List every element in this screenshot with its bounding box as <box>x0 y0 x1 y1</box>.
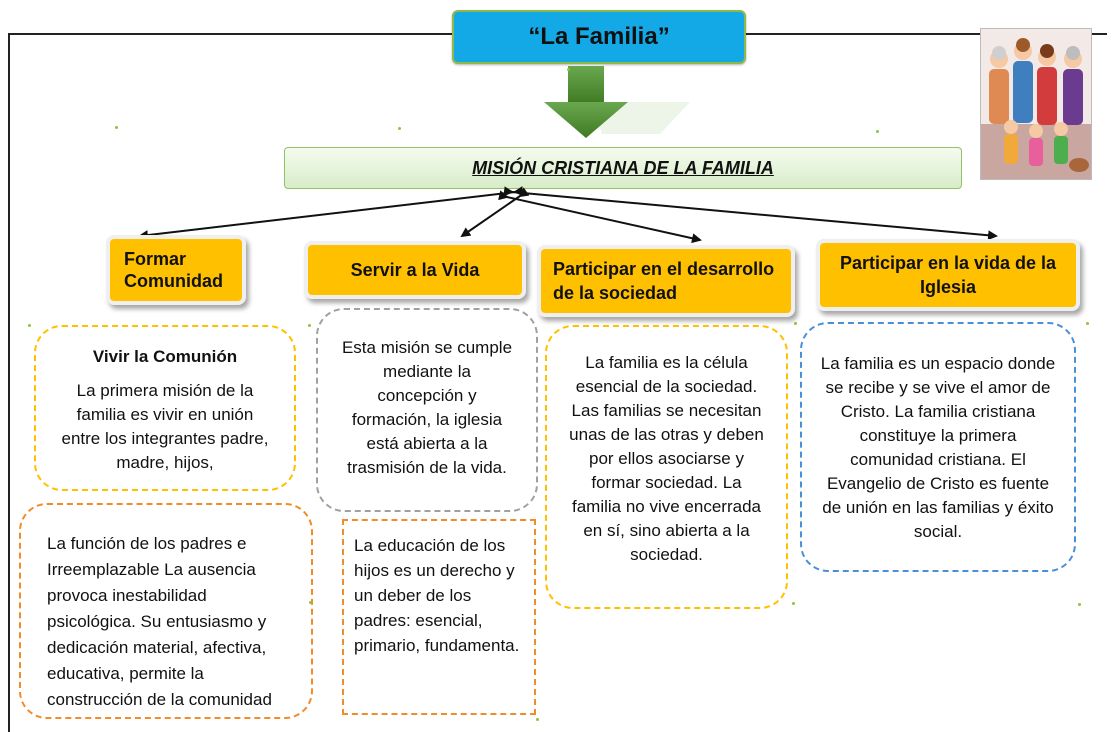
arrow-to-iglesia <box>503 186 998 241</box>
diagram-title: “La Familia” <box>452 10 746 64</box>
sociedad-text: La familia es la célula esencial de la s… <box>569 353 764 564</box>
comunion-text: La primera misión de la familia es vivir… <box>61 381 269 472</box>
tab-participar-sociedad: Participar en el desarrollo de la socied… <box>537 245 795 317</box>
tab-label: Formar Comunidad <box>124 249 223 291</box>
decor-dot <box>398 127 401 130</box>
padres-box: La función de los padres e Irreemplazabl… <box>19 503 313 719</box>
padres-text: La función de los padres e Irreemplazabl… <box>47 534 272 709</box>
decor-dot <box>1078 603 1081 606</box>
mission-heading: MISIÓN CRISTIANA DE LA FAMILIA <box>284 147 962 189</box>
arrow-to-vida <box>460 187 530 238</box>
educacion-box: La educación de los hijos es un derecho … <box>342 519 536 715</box>
tab-participar-iglesia: Participar en la vida de la Iglesia <box>816 239 1080 311</box>
decor-dot <box>876 130 879 133</box>
family-illustration-icon <box>980 28 1092 180</box>
decor-dot <box>794 322 797 325</box>
educacion-text: La educación de los hijos es un derecho … <box>354 536 520 655</box>
decor-dot <box>308 324 311 327</box>
comunion-box: Vivir la Comunión La primera misión de l… <box>34 325 296 491</box>
tab-label: Servir a la Vida <box>350 259 480 280</box>
comunion-heading: Vivir la Comunión <box>92 347 238 366</box>
arrow-to-comunidad <box>138 186 524 241</box>
frame-left <box>8 33 10 732</box>
decor-dot <box>309 601 312 604</box>
decor-dot <box>115 126 118 129</box>
decor-dot <box>536 718 539 721</box>
decor-dot <box>1086 322 1089 325</box>
arrow-to-sociedad <box>498 190 702 244</box>
tab-label: Participar en el desarrollo de la socied… <box>553 259 775 303</box>
connector-arrows <box>138 186 998 244</box>
iglesia-text: La familia es un espacio donde se recibe… <box>820 354 1056 541</box>
decor-dot <box>28 324 31 327</box>
vida-box: Esta misión se cumple mediante la concep… <box>316 308 538 512</box>
sociedad-box: La familia es la célula esencial de la s… <box>545 325 788 609</box>
frame-top-left <box>8 33 452 35</box>
green-down-arrow-icon <box>544 66 690 138</box>
tab-servir-vida: Servir a la Vida <box>304 241 526 299</box>
vida-text: Esta misión se cumple mediante la concep… <box>341 338 513 477</box>
decor-dot <box>567 68 570 71</box>
tab-formar-comunidad: Formar Comunidad <box>106 235 246 305</box>
frame-top-right <box>742 33 1107 35</box>
iglesia-box: La familia es un espacio donde se recibe… <box>800 322 1076 572</box>
tab-label: Participar en la vida de la Iglesia <box>839 253 1057 297</box>
decor-dot <box>792 602 795 605</box>
